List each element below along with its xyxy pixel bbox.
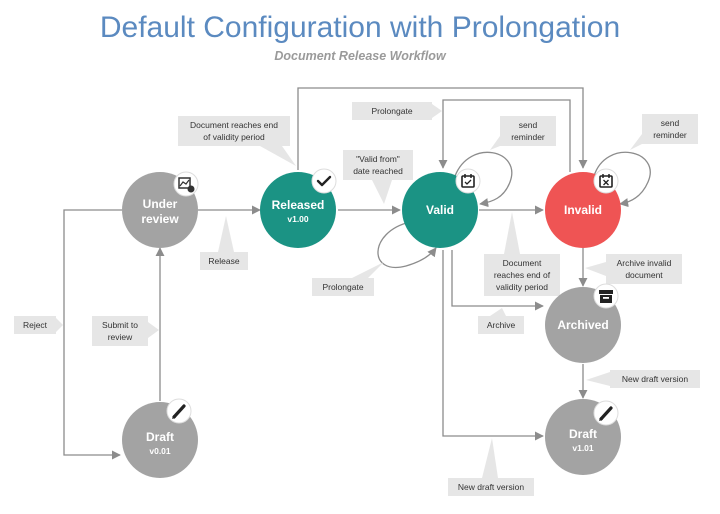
archive-box-icon bbox=[593, 283, 619, 309]
callout-text-line: send bbox=[519, 120, 538, 130]
state-label: Released bbox=[272, 198, 325, 212]
edge-prolongate-top bbox=[438, 99, 571, 172]
state-label: Draft bbox=[569, 427, 597, 441]
callout-text: Archive bbox=[487, 320, 516, 330]
callouts: Document reaches end of validity period … bbox=[14, 102, 700, 496]
pencil-icon bbox=[166, 398, 192, 424]
callout-doc-end-validity-mid: Document reaches end of validity period bbox=[484, 212, 560, 296]
callout-text: Prolongate bbox=[371, 106, 412, 116]
callout-new-draft-bottom: New draft version bbox=[448, 438, 534, 496]
callout-release: Release bbox=[200, 216, 248, 270]
callout-text-line: reminder bbox=[653, 130, 687, 140]
edge-new-draft-bottom bbox=[442, 250, 544, 441]
edge-archive bbox=[451, 250, 544, 311]
state-invalid[interactable]: Invalid bbox=[545, 168, 621, 248]
callout-text: Prolongate bbox=[322, 282, 363, 292]
callout-prolongate-top: Prolongate bbox=[352, 102, 442, 120]
edges bbox=[63, 87, 651, 460]
callout-new-draft-right: New draft version bbox=[586, 370, 700, 388]
edge-prolongate-bottom bbox=[377, 221, 437, 269]
callout-text-line: of validity period bbox=[203, 132, 265, 142]
state-label: Invalid bbox=[564, 203, 602, 217]
callout-text: New draft version bbox=[622, 374, 688, 384]
edge-reject bbox=[63, 209, 122, 460]
callout-text-line: Submit to bbox=[102, 320, 138, 330]
state-label: Draft bbox=[146, 430, 174, 444]
callout-text-line: send bbox=[661, 118, 680, 128]
checkmark-icon bbox=[311, 168, 337, 194]
page-title: Default Configuration with Prolongation bbox=[100, 11, 620, 44]
state-version: v0.01 bbox=[149, 446, 171, 456]
callout-text-line: date reached bbox=[353, 166, 403, 176]
calendar-check-icon bbox=[455, 168, 481, 194]
state-released[interactable]: Released v1.00 bbox=[260, 168, 337, 248]
callout-archive: Archive bbox=[478, 308, 524, 334]
page-subtitle: Document Release Workflow bbox=[274, 49, 447, 63]
callout-text-line: reaches end of bbox=[494, 270, 551, 280]
callout-text: Reject bbox=[23, 320, 48, 330]
edge-reminder-invalid bbox=[593, 151, 651, 208]
calendar-x-icon bbox=[593, 168, 619, 194]
callout-text: Release bbox=[208, 256, 239, 266]
state-label: Valid bbox=[426, 203, 454, 217]
edge-released-to-invalid bbox=[297, 87, 588, 170]
callout-text-line: document bbox=[625, 270, 663, 280]
review-chart-icon bbox=[173, 171, 199, 197]
callout-text-line: Document bbox=[503, 258, 542, 268]
callout-prolongate-bottom: Prolongate bbox=[312, 262, 384, 296]
pencil-icon bbox=[593, 400, 619, 426]
state-label: review bbox=[141, 212, 179, 226]
state-valid[interactable]: Valid bbox=[402, 168, 481, 248]
callout-send-reminder-invalid: send reminder bbox=[630, 114, 698, 150]
callout-submit-review: Submit to review bbox=[92, 316, 159, 346]
callout-archive-invalid: Archive invalid document bbox=[585, 254, 682, 284]
state-version: v1.01 bbox=[572, 443, 594, 453]
state-label: Archived bbox=[557, 318, 608, 332]
callout-text-line: reminder bbox=[511, 132, 545, 142]
edge-reminder-valid bbox=[454, 151, 513, 208]
callout-text-line: "Valid from" bbox=[356, 154, 400, 164]
state-archived[interactable]: Archived bbox=[545, 283, 621, 363]
callout-text-line: validity period bbox=[496, 282, 548, 292]
callout-text-line: review bbox=[108, 332, 133, 342]
state-draft-right[interactable]: Draft v1.01 bbox=[545, 399, 621, 475]
callout-doc-end-validity-top: Document reaches end of validity period bbox=[178, 116, 296, 166]
callout-text-line: Archive invalid bbox=[617, 258, 672, 268]
callout-send-reminder-valid: send reminder bbox=[490, 116, 556, 150]
state-label: Under bbox=[143, 197, 178, 211]
state-version: v1.00 bbox=[287, 214, 309, 224]
state-draft-left[interactable]: Draft v0.01 bbox=[122, 398, 198, 478]
callout-text: New draft version bbox=[458, 482, 524, 492]
callout-reject: Reject bbox=[14, 316, 63, 334]
state-under-review[interactable]: Under review bbox=[122, 171, 199, 248]
callout-text-line: Document reaches end bbox=[190, 120, 278, 130]
callout-valid-from: "Valid from" date reached bbox=[343, 150, 413, 204]
